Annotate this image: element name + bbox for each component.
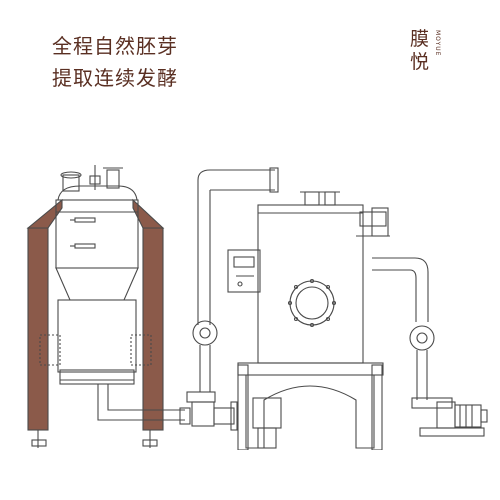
headline: 全程自然胚芽 提取连续发酵 [52, 30, 178, 94]
brand-mark-bottom: 悦 [410, 51, 430, 73]
brand-mark-top: 膜 [410, 28, 430, 50]
brand-mark: 膜 悦 [410, 28, 432, 74]
headline-line-1: 全程自然胚芽 [52, 34, 178, 58]
right-frame-post [142, 227, 164, 431]
outlet-assembly [356, 207, 488, 437]
left-frame-post [27, 227, 49, 431]
headline-line-2: 提取连续发酵 [52, 66, 178, 90]
pipework [97, 167, 279, 431]
brand-logo: 膜 悦 MOYUE [410, 28, 454, 96]
equipment-diagram [26, 165, 488, 450]
evaporator-unit [227, 191, 384, 450]
brand-roman: MOYUE [434, 30, 441, 57]
fermenter-vessel [26, 165, 165, 448]
